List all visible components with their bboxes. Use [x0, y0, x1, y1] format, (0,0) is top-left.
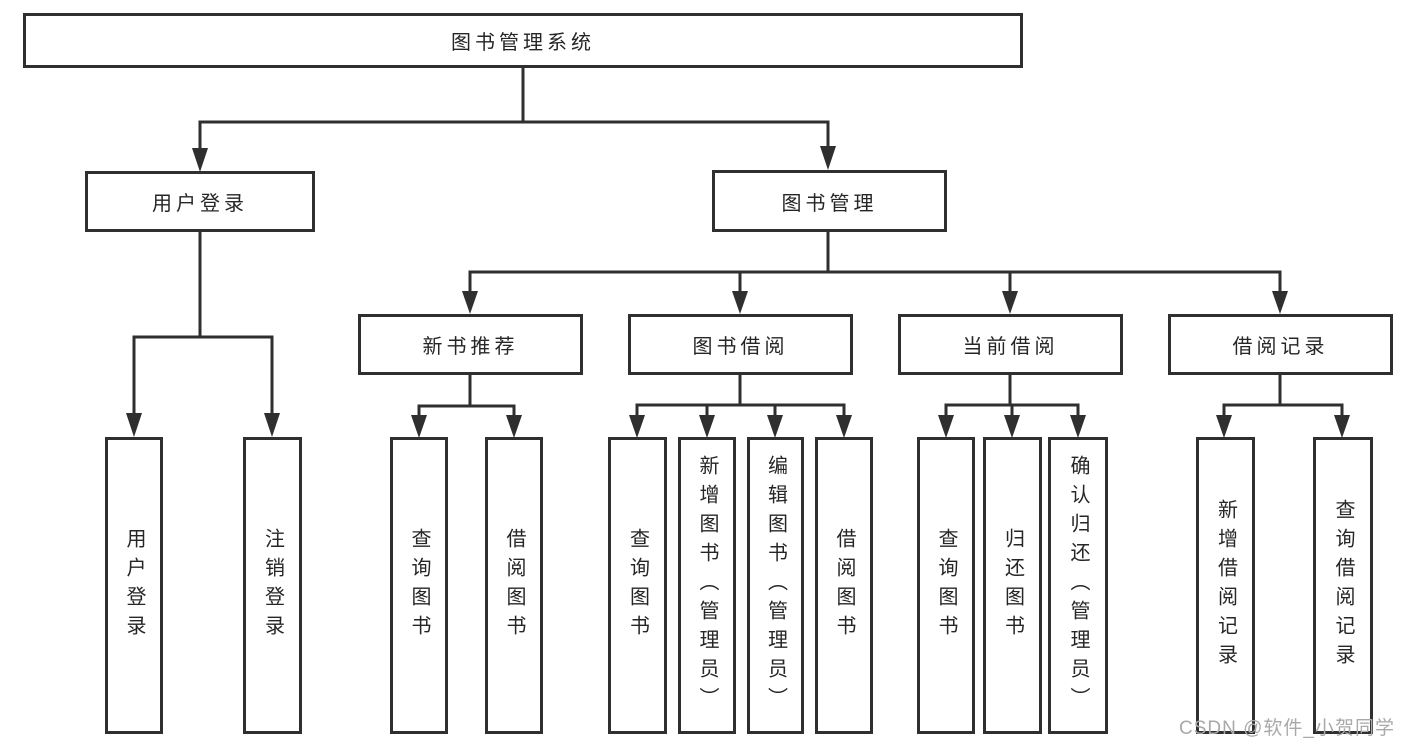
node-current-borrowing: 当前借阅	[898, 314, 1123, 375]
arrowhead	[462, 291, 478, 314]
arrowhead	[938, 415, 954, 438]
leaf-label: 借阅图书	[503, 527, 525, 644]
arrowhead	[264, 413, 280, 437]
arrowhead	[192, 148, 208, 172]
watermark: CSDN @软件_小贺同学	[1179, 718, 1395, 739]
leaf-return-books: 归还图书	[983, 437, 1042, 734]
connector-root-level2	[198, 66, 830, 150]
leaf-add-borrow-record: 新增借阅记录	[1196, 437, 1255, 734]
leaf-label: 注销登录	[261, 527, 284, 644]
arrowheads	[126, 146, 1350, 438]
arrowhead	[126, 413, 142, 437]
connector-userlogin-leaves	[132, 230, 274, 415]
arrowhead	[699, 415, 715, 438]
node-root-system: 图书管理系统	[23, 13, 1023, 68]
leaf-user-login: 用户登录	[105, 437, 163, 734]
leaf-label: 编辑图书（管理员）	[764, 455, 787, 716]
leaf-label: 查询借阅记录	[1332, 498, 1354, 673]
leaf-confirm-return-admin: 确认归还（管理员）	[1048, 437, 1108, 734]
leaf-query-borrow-record: 查询借阅记录	[1313, 437, 1373, 734]
node-book-management: 图书管理	[712, 170, 947, 232]
leaf-label: 查询图书	[408, 527, 430, 644]
arrowhead	[767, 415, 783, 438]
connector-newbook-leaves	[417, 373, 516, 417]
connector-currentborrow-leaves	[944, 373, 1080, 417]
node-borrowing-records: 借阅记录	[1168, 314, 1393, 375]
leaf-query-books: 查询图书	[917, 437, 975, 734]
leaf-query-books: 查询图书	[608, 437, 667, 734]
arrowhead	[836, 415, 852, 438]
leaf-query-books: 查询图书	[390, 437, 448, 734]
leaf-label: 查询图书	[626, 527, 649, 644]
connector-group	[132, 66, 1344, 417]
arrowhead	[1004, 415, 1020, 438]
leaf-borrow-books: 借阅图书	[815, 437, 873, 734]
arrowhead	[732, 291, 748, 314]
arrowhead	[820, 146, 836, 170]
node-new-book-recommendation: 新书推荐	[358, 314, 583, 375]
leaf-label: 查询图书	[935, 527, 957, 644]
leaf-edit-books-admin: 编辑图书（管理员）	[747, 437, 804, 734]
leaf-label: 归还图书	[1001, 527, 1024, 644]
leaf-label: 借阅图书	[833, 527, 855, 644]
arrowhead	[411, 415, 427, 438]
arrowhead	[1002, 291, 1018, 314]
arrowhead	[1216, 415, 1232, 438]
arrowhead	[1070, 415, 1086, 438]
arrowhead	[629, 415, 645, 438]
arrowhead	[1272, 291, 1288, 314]
leaf-add-books-admin: 新增图书（管理员）	[678, 437, 736, 734]
node-user-login: 用户登录	[85, 171, 315, 232]
leaf-borrow-books: 借阅图书	[485, 437, 543, 734]
leaf-logout: 注销登录	[243, 437, 302, 734]
leaf-label: 确认归还（管理员）	[1067, 455, 1089, 716]
leaf-label: 新增图书（管理员）	[696, 455, 718, 716]
connector-bookborrow-leaves	[635, 373, 846, 417]
connector-borrowrecords-leaves	[1222, 373, 1344, 417]
arrowhead	[506, 415, 522, 438]
node-book-borrowing: 图书借阅	[628, 314, 853, 375]
leaf-label: 用户登录	[123, 527, 145, 644]
arrowhead	[1334, 415, 1350, 438]
leaf-label: 新增借阅记录	[1214, 498, 1237, 673]
connector-bookmgmt-level3	[468, 230, 1282, 293]
